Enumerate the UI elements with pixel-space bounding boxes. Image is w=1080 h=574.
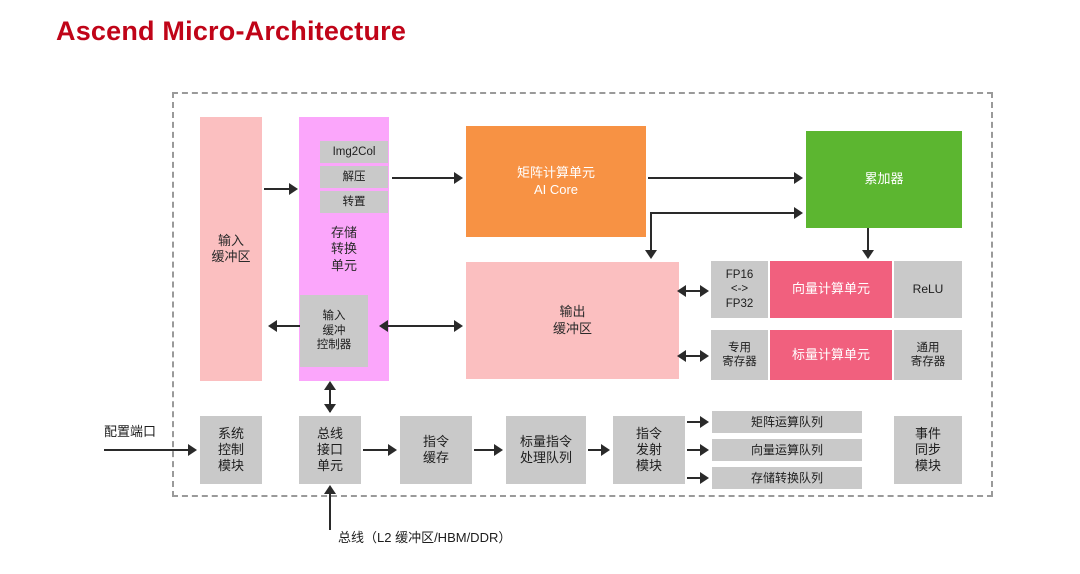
connector-outputbuffer-specialregister xyxy=(685,355,705,357)
block-mte-queue: 存储转换队列 xyxy=(712,467,862,489)
block-cube-unit-label: 矩阵计算单元 AI Core xyxy=(516,165,595,197)
block-relu: ReLU xyxy=(894,261,962,318)
block-instruction-dispatch: 指令 发射 模块 xyxy=(613,416,685,484)
arrowhead-dispatch-to-vectorqueue xyxy=(700,444,709,456)
connector-dispatch-to-matrixqueue xyxy=(687,421,700,423)
block-output-buffer-label: 输出 缓冲区 xyxy=(552,304,592,336)
block-vector-queue-label: 向量运算队列 xyxy=(750,442,823,457)
connector-cache-to-scalarqueue xyxy=(474,449,494,451)
block-event-sync: 事件 同步 模块 xyxy=(894,416,962,484)
arrowhead-dispatch-to-matrixqueue xyxy=(700,416,709,428)
connector-businterface-to-cache xyxy=(363,449,388,451)
block-input-buffer-controller: 输入 缓冲 控制器 xyxy=(300,295,368,367)
block-output-buffer: 输出 缓冲区 xyxy=(466,262,679,379)
label-config-port: 配置端口 xyxy=(104,424,157,439)
connector-outputbuffer-fpconvert xyxy=(685,290,705,292)
block-input-buffer-controller-label: 输入 缓冲 控制器 xyxy=(316,310,352,352)
chip-boundary xyxy=(172,92,993,497)
arrowhead-controller-to-inputbuffer xyxy=(268,320,277,332)
label-bus: 总线（L2 缓冲区/HBM/DDR） xyxy=(338,530,512,545)
block-cube-unit: 矩阵计算单元 AI Core xyxy=(466,126,646,237)
block-bus-interface: 总线 接口 单元 xyxy=(299,416,361,484)
arrowhead-outputbuffer-fpconvert-right xyxy=(700,285,709,297)
connector-inputbuffer-to-mte xyxy=(264,188,289,190)
connector-dispatch-to-mtequeue xyxy=(687,477,700,479)
block-system-control-label: 系统 控制 模块 xyxy=(217,425,244,474)
connector-controller-outputbuffer xyxy=(388,325,454,327)
block-vector-queue: 向量运算队列 xyxy=(712,439,862,461)
arrowhead-branch-to-outputbuffer xyxy=(645,250,657,259)
connector-dispatch-to-vectorqueue xyxy=(687,449,700,451)
block-instruction-cache: 指令 缓存 xyxy=(400,416,472,484)
block-scalar-unit: 标量计算单元 xyxy=(770,330,892,380)
arrowhead-inputbuffer-to-mte xyxy=(289,183,298,195)
arrowhead-configport-to-systemcontrol xyxy=(188,444,197,456)
arrowhead-businterface-to-mte-up xyxy=(324,381,336,390)
arrowhead-branch-to-accumulator xyxy=(794,207,803,219)
arrowhead-accumulator-to-vector xyxy=(862,250,874,259)
block-transpose-label: 转置 xyxy=(342,195,366,208)
block-vector-unit-label: 向量计算单元 xyxy=(791,281,870,297)
arrowhead-businterface-to-mte-down xyxy=(324,404,336,413)
block-scalar-unit-label: 标量计算单元 xyxy=(791,346,870,362)
arrowhead-outputbuffer-specialregister-right xyxy=(700,350,709,362)
connector-scalarqueue-to-dispatch xyxy=(588,449,601,451)
block-mte-queue-label: 存储转换队列 xyxy=(750,470,823,485)
block-general-register: 通用 寄存器 xyxy=(894,330,962,380)
arrowhead-cube-to-accumulator xyxy=(794,172,803,184)
block-img2col: Img2Col xyxy=(320,141,388,163)
block-scalar-queue: 标量指令 处理队列 xyxy=(506,416,586,484)
arrowhead-businterface-to-cache xyxy=(388,444,397,456)
block-matrix-queue-label: 矩阵运算队列 xyxy=(750,414,823,429)
block-fp-convert: FP16 <-> FP32 xyxy=(711,261,768,318)
block-decompress: 解压 xyxy=(320,166,388,188)
connector-controller-to-inputbuffer xyxy=(277,325,300,327)
arrowhead-outputbuffer-fpconvert-left xyxy=(677,285,686,297)
block-accumulator-label: 累加器 xyxy=(864,171,904,187)
block-transpose: 转置 xyxy=(320,191,388,213)
block-instruction-cache-label: 指令 缓存 xyxy=(422,433,449,465)
arrowhead-dispatch-to-mtequeue xyxy=(700,472,709,484)
block-scalar-queue-label: 标量指令 处理队列 xyxy=(519,433,572,465)
block-special-register-label: 专用 寄存器 xyxy=(722,341,757,368)
connector-businterface-to-mte xyxy=(329,389,331,412)
connector-branch-to-accumulator xyxy=(650,212,794,214)
block-matrix-queue: 矩阵运算队列 xyxy=(712,411,862,433)
block-special-register: 专用 寄存器 xyxy=(711,330,768,380)
block-vector-unit: 向量计算单元 xyxy=(770,261,892,318)
block-event-sync-label: 事件 同步 模块 xyxy=(914,425,941,474)
block-accumulator: 累加器 xyxy=(806,131,962,228)
block-bus-interface-label: 总线 接口 单元 xyxy=(316,425,343,474)
connector-configport-to-systemcontrol xyxy=(104,449,188,451)
block-general-register-label: 通用 寄存器 xyxy=(910,341,946,368)
block-input-buffer: 输入 缓冲区 xyxy=(200,117,262,381)
block-system-control: 系统 控制 模块 xyxy=(200,416,262,484)
connector-mte-to-cube xyxy=(392,177,454,179)
connector-cube-to-accumulator xyxy=(648,177,794,179)
connector-bus-to-businterface xyxy=(329,492,331,530)
block-img2col-label: Img2Col xyxy=(332,145,376,158)
arrowhead-scalarqueue-to-dispatch xyxy=(601,444,610,456)
arrowhead-cache-to-scalarqueue xyxy=(494,444,503,456)
block-instruction-dispatch-label: 指令 发射 模块 xyxy=(635,425,662,474)
block-relu-label: ReLU xyxy=(912,282,944,296)
page-title: Ascend Micro-Architecture xyxy=(56,16,407,46)
arrowhead-mte-to-cube xyxy=(454,172,463,184)
connector-accumulator-to-vector xyxy=(867,228,869,250)
arrowhead-controller-outputbuffer-left xyxy=(379,320,388,332)
arrowhead-bus-to-businterface xyxy=(324,485,336,494)
block-mte-unit-label: 存储 转换 单元 xyxy=(330,225,357,273)
connector-branch-down-to-outputbuffer xyxy=(650,212,652,250)
block-input-buffer-label: 输入 缓冲区 xyxy=(211,232,251,264)
arrowhead-controller-outputbuffer-right xyxy=(454,320,463,332)
arrowhead-outputbuffer-specialregister-left xyxy=(677,350,686,362)
block-decompress-label: 解压 xyxy=(342,170,366,183)
block-fp-convert-label: FP16 <-> FP32 xyxy=(725,268,754,310)
